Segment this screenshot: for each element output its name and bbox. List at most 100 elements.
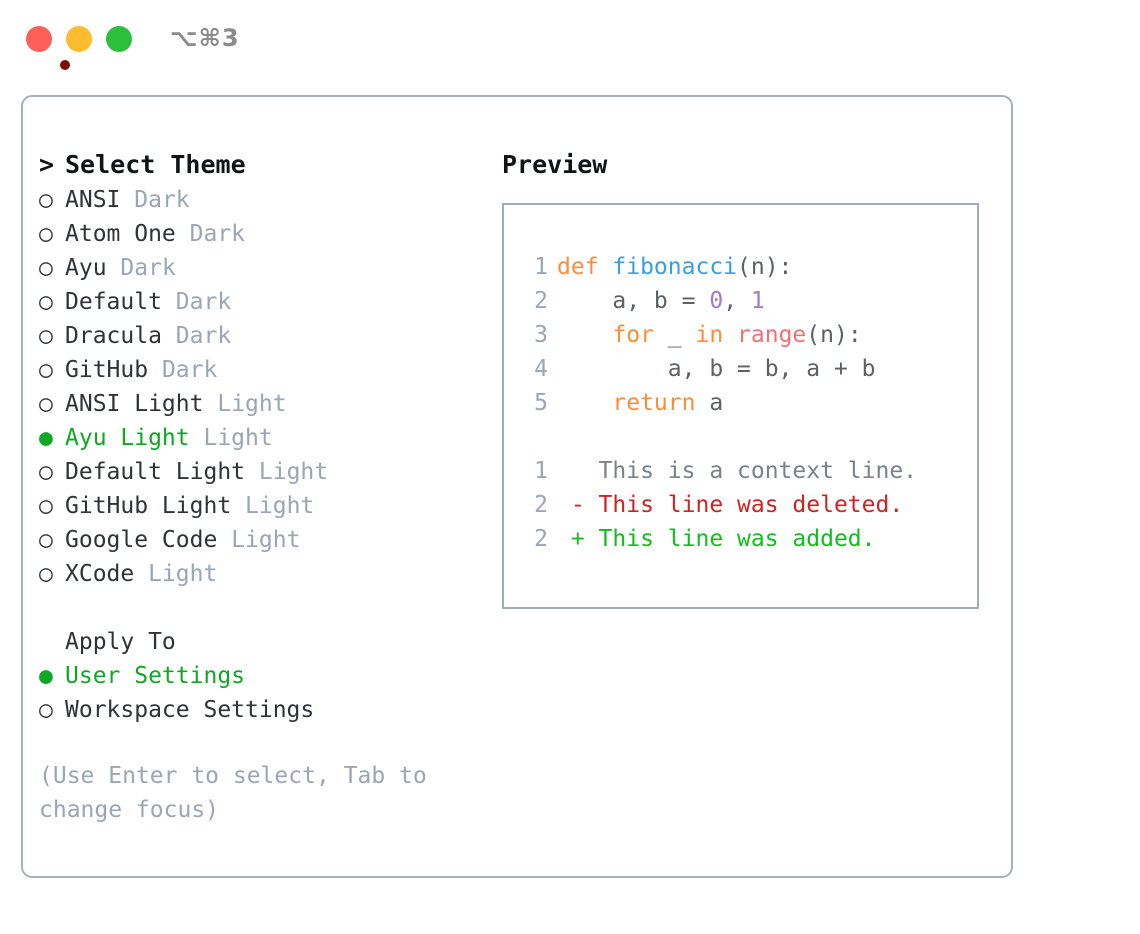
radio-unselected-icon: ○ (39, 289, 53, 315)
code-token: _ (653, 322, 696, 348)
code-token: fibonacci (612, 254, 738, 280)
radio-unselected-icon: ○ (39, 527, 53, 553)
code-token: a, b = b, a + b (557, 356, 876, 382)
theme-variant-tag: Dark (175, 323, 232, 349)
theme-variant-tag: Dark (134, 187, 190, 213)
apply-to-option-row[interactable]: ● User Settings (39, 659, 469, 693)
code-line: 2 a, b = 0, 1 (518, 284, 977, 318)
code-token: 1 (750, 288, 765, 314)
code-token: return (612, 390, 696, 416)
radio-unselected-icon: ○ (39, 323, 53, 349)
preview-title: Preview (502, 150, 608, 179)
apply-to-option-label: User Settings (65, 663, 246, 689)
diff-line-text: - This line was deleted. (557, 492, 904, 518)
code-token: a (695, 390, 724, 416)
page-title: Select Theme (65, 150, 246, 179)
theme-option-row[interactable]: ○ Default Light Light (39, 455, 469, 489)
line-number: 4 (534, 356, 548, 382)
section-spacer (39, 591, 469, 625)
diff-line: 2 - This line was deleted. (518, 488, 977, 522)
radio-selected-icon: ● (39, 425, 53, 451)
theme-variant-tag: Dark (161, 357, 218, 383)
radio-unselected-icon: ○ (39, 221, 53, 247)
theme-list-panel: > Select Theme ○ ANSI Dark ○ Atom One Dark ○ A… (39, 147, 469, 827)
code-token: (n): (737, 254, 793, 280)
apply-to-option-row[interactable]: ○Workspace Settings (39, 693, 469, 727)
theme-variant-tag: Light (245, 493, 315, 519)
theme-option-row[interactable]: ○GitHub Dark (39, 353, 469, 387)
theme-option-row[interactable]: ○GitHub Light Light (39, 489, 469, 523)
theme-option-label: GitHub (65, 357, 149, 383)
prompt-caret-icon: > (39, 150, 55, 179)
theme-option-row[interactable]: ○Google Code Light (39, 523, 469, 557)
theme-variant-tag: Dark (189, 221, 246, 247)
line-number: 3 (534, 322, 548, 348)
apply-to-option-label: Workspace Settings (65, 697, 315, 723)
theme-option-row[interactable]: ○XCode Light (39, 557, 469, 591)
keyboard-hint-text: (Use Enter to select, Tab to change focu… (39, 763, 427, 823)
theme-option-label: Default Light (65, 459, 246, 485)
line-number: 5 (534, 390, 548, 416)
recording-indicator-icon (60, 60, 70, 70)
theme-options-list[interactable]: ○ANSI Dark○Atom One Dark○Ayu Dark○Defaul… (39, 183, 469, 591)
code-token: 0 (709, 288, 724, 314)
radio-unselected-icon: ○ (39, 493, 53, 519)
theme-option-row[interactable]: ○ Dracula Dark (39, 319, 469, 353)
code-line: 4 a, b = b, a + b (518, 352, 977, 386)
theme-option-label: XCode (65, 561, 135, 587)
maximize-icon[interactable] (106, 26, 132, 52)
minimize-icon[interactable] (66, 26, 92, 52)
line-number: 2 (534, 526, 548, 552)
radio-unselected-icon: ○ (39, 255, 53, 281)
code-token (557, 390, 612, 416)
close-icon[interactable] (26, 26, 70, 70)
code-token: range (737, 322, 807, 348)
theme-option-label: Ayu (65, 255, 107, 281)
theme-option-row[interactable]: ○ ANSI Light Light (39, 387, 469, 421)
code-token: (n): (806, 322, 862, 348)
theme-option-label: Dracula (65, 323, 162, 349)
theme-option-label: ANSI (65, 187, 121, 213)
line-number: 1 (534, 458, 548, 484)
keyboard-shortcut-label: ⌥⌘3 (170, 24, 240, 52)
theme-list-header: > Select Theme (39, 147, 469, 183)
theme-option-row[interactable]: ○ Ayu Dark (39, 251, 469, 285)
theme-option-row[interactable]: ● Ayu Light Light (39, 421, 469, 455)
diff-line-text: This is a context line. (557, 458, 918, 484)
diff-line: 1 This is a context line. (518, 454, 977, 488)
theme-option-row[interactable]: ○Default Dark (39, 285, 469, 319)
diff-line-text: + This line was added. (557, 526, 876, 552)
theme-option-label: Ayu Light (65, 425, 190, 451)
apply-to-options-list[interactable]: ● User Settings ○Workspace Settings (39, 659, 469, 727)
diff-sample: 1 This is a context line.2 - This line w… (518, 454, 977, 556)
code-line: 3 for _ in range(n): (518, 318, 977, 352)
radio-unselected-icon: ○ (39, 187, 53, 213)
apply-to-header: Apply To (65, 629, 176, 655)
window-titlebar: ⌥⌘3 (0, 0, 1140, 78)
theme-variant-tag: Light (203, 425, 273, 451)
theme-variant-tag: Light (258, 459, 329, 485)
code-token (557, 322, 612, 348)
theme-option-label: ANSI Light (65, 391, 204, 417)
code-diff-spacer (518, 420, 977, 454)
radio-selected-icon: ● (39, 663, 53, 689)
diff-line: 2 + This line was added. (518, 522, 977, 556)
theme-option-row[interactable]: ○ ANSI Dark (39, 183, 469, 217)
radio-unselected-icon: ○ (39, 391, 53, 417)
theme-variant-tag: Dark (175, 289, 232, 315)
theme-option-label: Atom One (65, 221, 176, 247)
theme-variant-tag: Dark (120, 255, 176, 281)
code-token: , (723, 288, 751, 314)
code-token (723, 322, 737, 348)
theme-option-row[interactable]: ○ Atom One Dark (39, 217, 469, 251)
theme-variant-tag: Light (217, 391, 287, 417)
code-token: for (612, 322, 654, 348)
line-number: 2 (534, 288, 548, 314)
theme-variant-tag: Light (148, 561, 218, 587)
radio-unselected-icon: ○ (39, 459, 53, 485)
code-token: in (695, 322, 724, 348)
